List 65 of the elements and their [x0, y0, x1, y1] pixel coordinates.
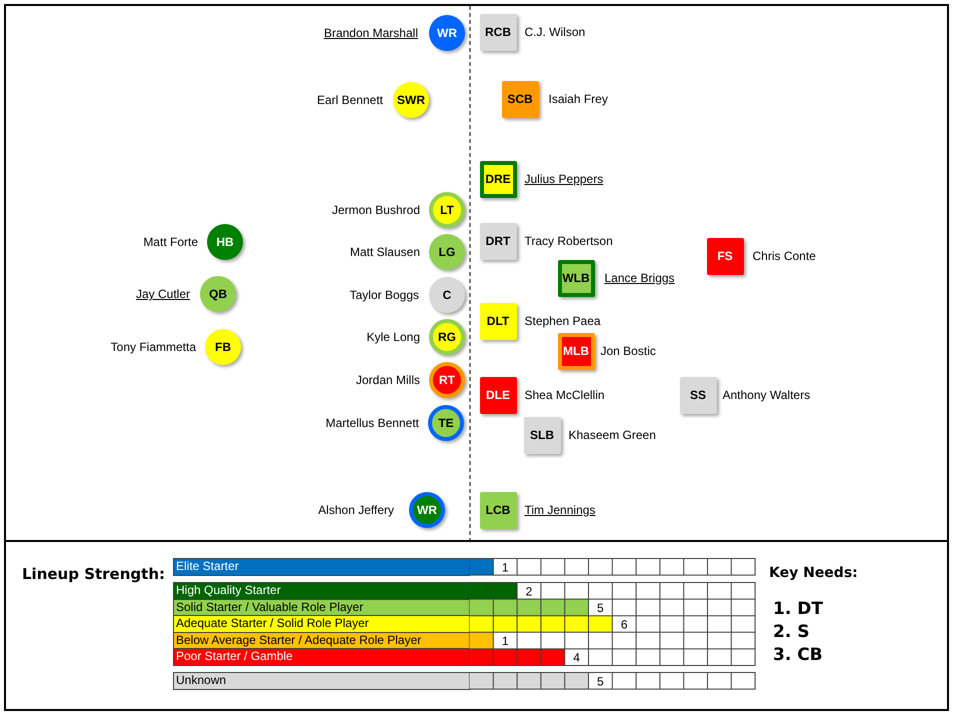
position-circle: WR: [429, 15, 465, 51]
position-circle: LT: [429, 192, 465, 228]
data-label: 5: [597, 674, 604, 688]
position-square: DLE: [480, 376, 516, 414]
position-square: SLB: [524, 416, 560, 454]
key-need-item: 3. CB: [773, 645, 823, 665]
position-circle: C: [429, 277, 465, 313]
position-square: WLB: [558, 260, 594, 296]
position-circle: QB: [200, 276, 236, 312]
player-name: Martellus Bennett: [326, 415, 419, 431]
player-name: Tony Fiammetta: [110, 339, 196, 355]
position-square: DRT: [480, 222, 516, 260]
key-needs-heading: Key Needs:: [769, 565, 858, 581]
position-circle: WR: [409, 492, 445, 528]
position-square: FS: [706, 238, 744, 274]
position-circle: LG: [429, 234, 465, 270]
position-circle: SWR: [393, 82, 429, 118]
data-label: 1: [502, 634, 509, 648]
position-circle: RG: [429, 319, 465, 355]
player-name: Stephen Paea: [524, 313, 601, 329]
position-circle: HB: [207, 224, 243, 260]
category-label: Adequate Starter / Solid Role Player: [173, 615, 470, 633]
player-name: Kyle Long: [366, 329, 420, 345]
player-name: Khaseem Green: [568, 427, 656, 443]
position-square: SCB: [502, 80, 538, 118]
position-square: SS: [680, 376, 716, 414]
player-name: Brandon Marshall: [324, 25, 418, 41]
category-label: Elite Starter: [173, 558, 470, 576]
player-name: Chris Conte: [752, 248, 816, 264]
category-label: Unknown: [173, 672, 470, 690]
key-need-item: 2. S: [773, 622, 810, 642]
data-label: 4: [573, 650, 580, 665]
data-label: 5: [597, 600, 604, 615]
chart-title: Lineup Strength:: [22, 565, 165, 583]
position-square: RCB: [480, 14, 516, 50]
player-name: Jon Bostic: [600, 343, 656, 359]
player-name: Shea McClellin: [524, 387, 605, 403]
player-name: Alshon Jeffery: [318, 502, 394, 518]
position-circle: FB: [205, 329, 241, 365]
category-label: High Quality Starter: [173, 582, 470, 600]
player-name: Taylor Boggs: [350, 287, 419, 303]
player-name: C.J. Wilson: [524, 24, 586, 40]
key-need-item: 1. DT: [773, 599, 823, 619]
position-circle: TE: [428, 405, 464, 441]
player-name: Anthony Walters: [722, 387, 810, 403]
data-label: 1: [502, 560, 509, 574]
player-name: Earl Bennett: [316, 92, 383, 108]
player-name: Matt Slausen: [350, 244, 420, 260]
player-name: Jermon Bushrod: [332, 202, 420, 218]
player-name: Lance Briggs: [604, 270, 675, 286]
category-label: Poor Starter / Gamble: [173, 648, 470, 666]
position-square: MLB: [558, 332, 594, 370]
data-label: 6: [620, 618, 628, 632]
position-square: DLT: [480, 302, 516, 340]
player-name: Tim Jennings: [524, 502, 596, 518]
player-name: Julius Peppers: [524, 171, 604, 187]
player-name: Jay Cutler: [136, 286, 190, 302]
player-name: Tracy Robertson: [524, 233, 613, 249]
player-name: Jordan Mills: [356, 372, 420, 388]
player-name: Isaiah Frey: [548, 91, 608, 107]
position-square: DRE: [480, 160, 516, 198]
position-circle: RT: [429, 362, 465, 398]
data-label: 2: [526, 584, 532, 598]
player-name: Matt Forte: [143, 234, 198, 250]
position-square: LCB: [480, 492, 516, 528]
